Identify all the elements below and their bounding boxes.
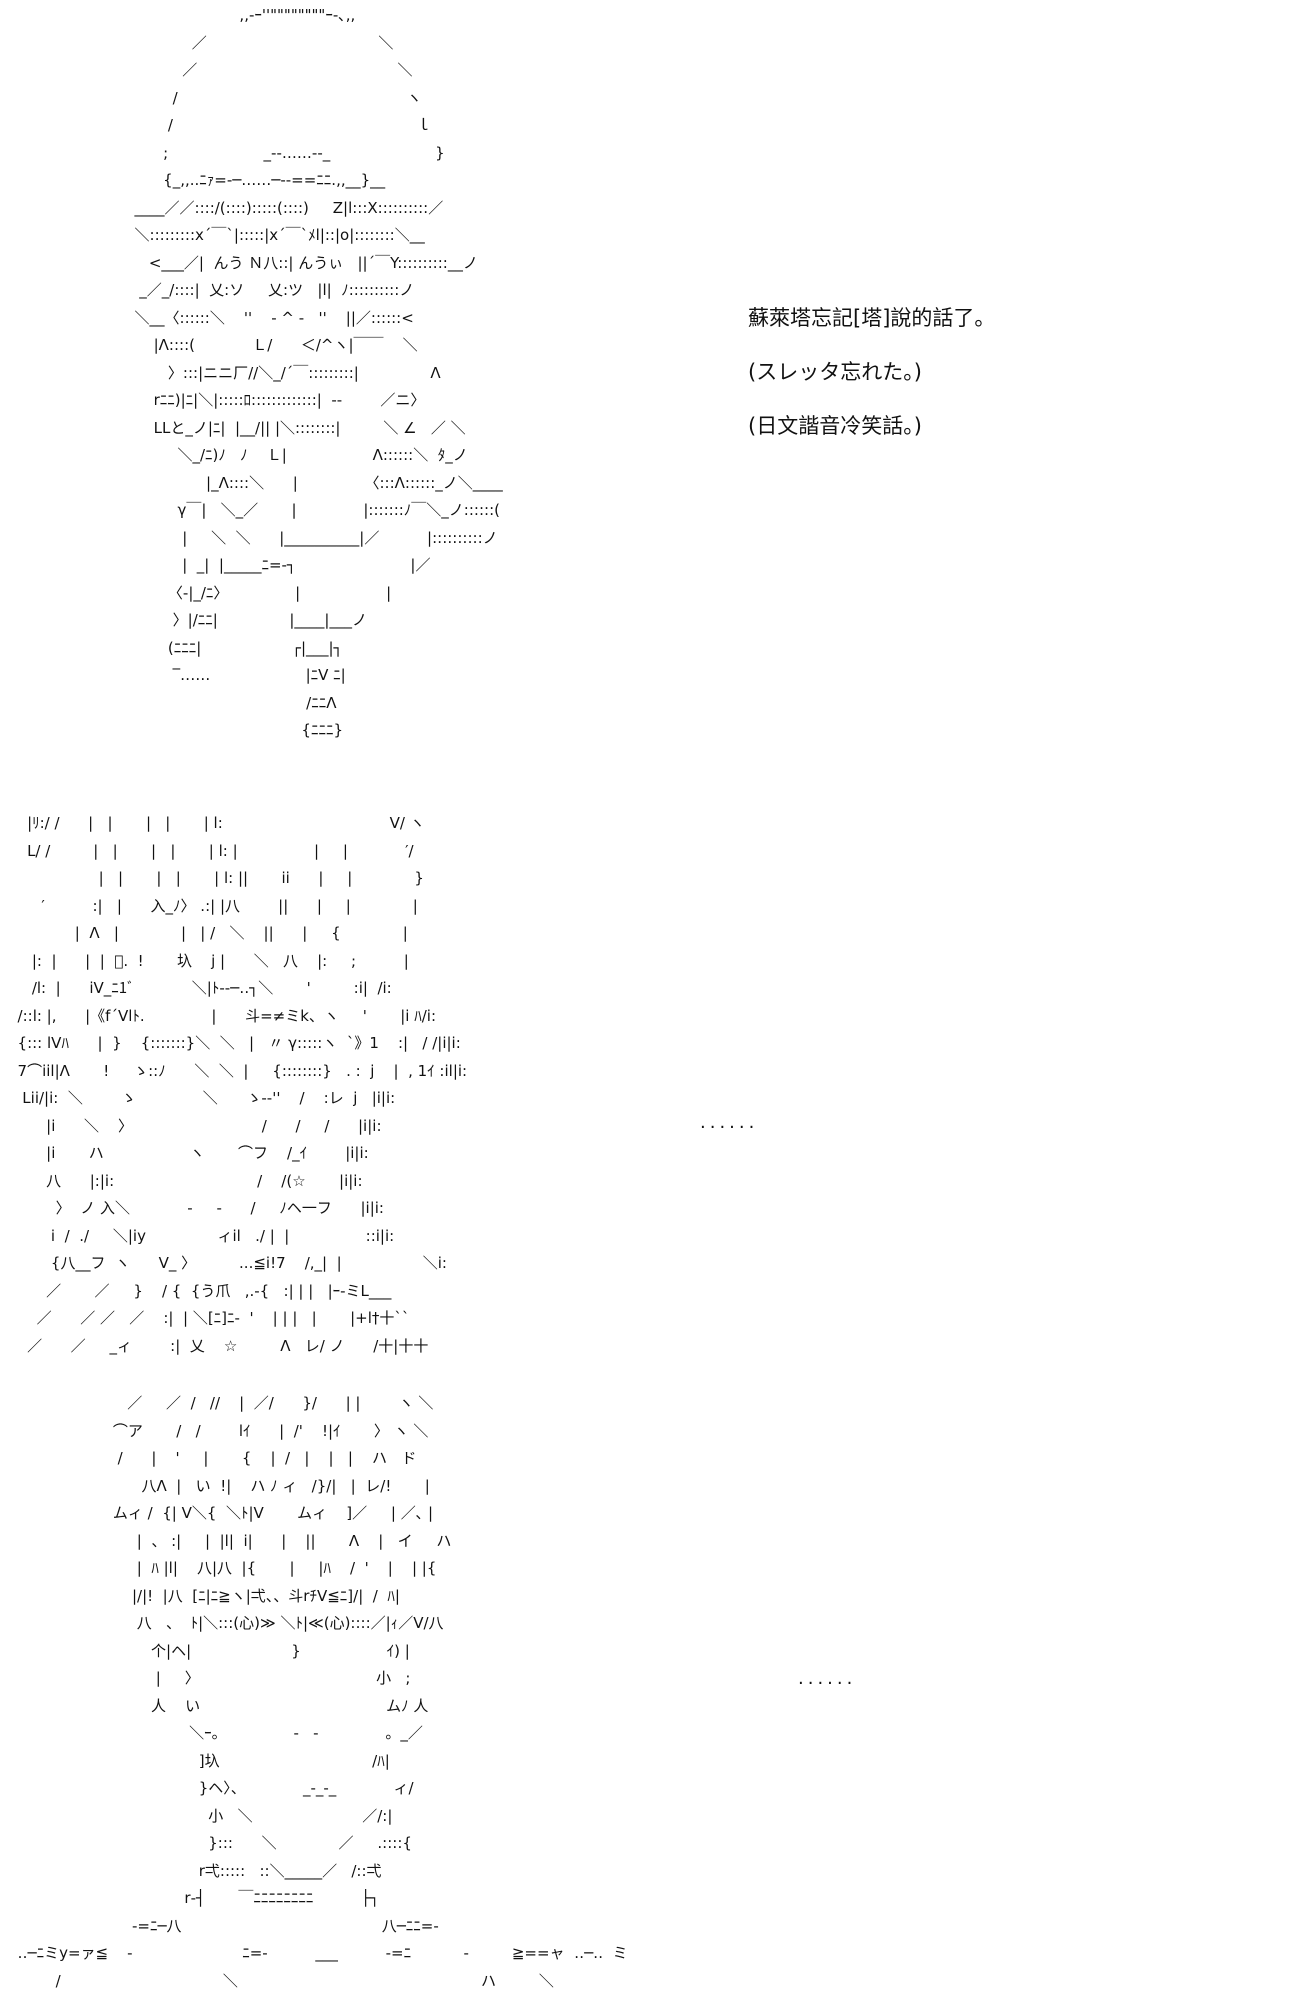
ascii-art-line: ／ ／ _ィ :| 乂 ☆ Λ レ/ ノ /十|十十 bbox=[8, 1336, 429, 1355]
ascii-art-line: ／ ＼ bbox=[125, 33, 394, 52]
ascii-art-line: 八Λ | い !| ハ ﾉ ィ /}/| | レ/! | bbox=[8, 1476, 430, 1495]
ascii-art-line: 〉|/ﾆﾆ| |____|___ノ bbox=[125, 611, 367, 629]
ascii-art-line: / ＼ ハ ＼ bbox=[8, 1971, 554, 1990]
ascii-art-line: | ＼ ＼ |__________|／ |::::::::::ノ bbox=[125, 528, 498, 547]
ascii-art-line: ／ ＼ bbox=[125, 61, 413, 79]
ascii-art-line: 人 い ムﾉ 人 bbox=[8, 1696, 429, 1715]
ascii-art-line: }ヘ〉、 _‐_‐_ ィ/ bbox=[8, 1779, 414, 1797]
ascii-art-line: i / ./ ＼|iy ィil ./ | | ::i|i: bbox=[8, 1226, 395, 1245]
ascii-art-line: |_Λ::::＼ | 〈:::Λ::::::_ノ＼____ bbox=[125, 473, 503, 492]
ascii-art-line: ＼__〈::::::＼ '' ‐ ^ ‐ '' ||／::::::< bbox=[125, 308, 414, 327]
ascii-art-line: | Λ | | | / ＼ || | { | bbox=[8, 924, 408, 942]
ascii-art-line: ′ :| | 入_ﾉ〉 .:| |八 || | | | bbox=[8, 896, 418, 915]
ascii-art-line: /::l: |, |《f´Vlﾄ. | 斗=≠ミk、ヽ ' |i ﾊ/i: bbox=[8, 1006, 436, 1025]
ascii-art-line: ‾‥‥‥ |ﾆV ﾆ| bbox=[125, 666, 346, 684]
ascii-art-line: |Λ::::( Ｌ/ ＜/^ヽ|￣￣ ＼ bbox=[125, 336, 418, 354]
caption-line-japanese: (スレッタ忘れた。) bbox=[748, 360, 922, 384]
ascii-art-line: {ﾆﾆﾆ} bbox=[125, 721, 344, 739]
ascii-art-line: (ﾆﾆﾆ| ┌|___|┐ bbox=[125, 638, 343, 657]
ascii-art-line: | _| |_____ﾆ=-┐ |／ bbox=[125, 556, 431, 574]
ascii-art-line: |i ＼ 〉 / / / |i|i: bbox=[8, 1116, 382, 1135]
ascii-art-line: 〉:::|ニニ厂//＼_/´￣:::::::::| Λ bbox=[125, 363, 441, 382]
ascii-art-line: -=ﾆ─八 八─ﾆﾆ=- bbox=[8, 1916, 439, 1935]
ascii-art-line: | 、 :| | |l| i| | || Λ | イ ハ bbox=[8, 1531, 452, 1550]
ascii-art-panel-3-face: ／ ／ / // | ／/ }/ | | ヽ ＼ ⌒ア / / lｲ | /' … bbox=[8, 1390, 628, 1995]
ascii-art-line: ／ ／ ／ ／ :| | ＼[ﾆ]ﾆ- ' | | | | |+l†十`` bbox=[8, 1309, 410, 1327]
caption-line-note: (日文諧音冷笑話。) bbox=[748, 414, 922, 438]
caption-block: 蘇萊塔忘記[塔]說的話了。 (スレッタ忘れた。) (日文諧音冷笑話。) bbox=[748, 305, 995, 440]
ascii-art-panel-1-character: ,,-ｰ''""""""""ｰ-､,, ／ ＼ ／ ＼ / ヽ / bbox=[125, 2, 503, 745]
ascii-art-line: ／ ／ / // | ／/ }/ | | ヽ ＼ bbox=[8, 1394, 434, 1412]
ascii-art-line: |ﾘ:/ / | | | | | l: V/ ヽ bbox=[8, 814, 425, 832]
ascii-art-line: {_,,..ﾆｧ=‐─‥‥‥─‐-==ﾆﾆ.,,__}__ bbox=[125, 171, 386, 189]
ascii-art-line: _／_/::::| 乂:ソ 乂:ツ |l| ﾉ::::::::::ノ bbox=[125, 281, 415, 299]
ascii-art-line: <___／| んう Ｎ八::| んうぃ ||´￣Y::::::::::__ノ bbox=[125, 253, 478, 272]
ascii-art-line: ムィ / {| V＼{ ＼ﾄ|V ムィ ]／ | ／､ | bbox=[8, 1504, 434, 1522]
ellipsis-panel-3: ...... bbox=[798, 1668, 857, 1689]
ascii-art-line: ⌒ア / / lｲ | /' !|ｲ 〉 ヽ ＼ bbox=[8, 1421, 429, 1440]
ascii-art-line: / ヽ bbox=[125, 88, 422, 107]
ascii-art-line: r弌::::: ::＼_____／ /::弌 bbox=[8, 1861, 382, 1880]
ascii-art-line: {::: lVﾊ | } {:::::::}＼ ＼ | 〃 γ:::::ヽ `》… bbox=[8, 1034, 461, 1052]
ascii-art-line: ＼_/ﾆ)ﾉ ﾉ Ｌ| Λ::::::＼ ﾀ_ノ bbox=[125, 446, 468, 464]
ascii-art-line: |/|! |八 [ﾆ|ﾆ≧ヽ|弌、、斗rﾁV≦ﾆ]/| / ﾊ| bbox=[8, 1586, 400, 1605]
ascii-art-line: ／ ／ } / { {う爪 ,.-{ :| | | |ｰ‐ミL___ bbox=[8, 1281, 392, 1300]
ascii-art-line: }::: ＼ ／ .::::{ bbox=[8, 1834, 412, 1852]
ascii-art-line: / ｌ bbox=[125, 116, 432, 134]
ascii-art-line: | ﾊ |l| 八|八 |{ | |ﾊ / ' | | |{ bbox=[8, 1559, 437, 1577]
ascii-art-line: ; _--‥‥‥--_ } bbox=[125, 143, 445, 162]
ascii-art-line: 〈-|_/ﾆ〉 | | bbox=[125, 583, 392, 602]
ascii-art-line: | 〉 小 ; bbox=[8, 1669, 411, 1687]
ascii-art-line: ]圦 /ﾊ| bbox=[8, 1751, 390, 1770]
ascii-art-line: |i ハ ヽ ⌒フ /_ｲ |i|i: bbox=[8, 1144, 369, 1162]
ascii-art-panel-2-closeup: |ﾘ:/ / | | | | | l: V/ ヽ L/ / | | | | | … bbox=[8, 810, 468, 1360]
ascii-art-line: ＼:::::::::x´￣`|:::::|x´￣`ﾒl|::|o|:::::::… bbox=[125, 226, 425, 244]
ascii-art-line: ____／／::::/(::::):::::(::::) Z|l:::X::::… bbox=[125, 198, 444, 217]
ascii-art-line: / | ' | { | / | | | ハ ド bbox=[8, 1449, 417, 1467]
ascii-art-line: ,,-ｰ''""""""""ｰ-､,, bbox=[125, 6, 356, 24]
ascii-art-line: 个|ヘ| } ｲ) | bbox=[8, 1641, 410, 1660]
ascii-art-line: ‥─ﾆミy=ァ≦ - ﾆ=- ___ -=ﾆ - ≧==ャ ‥─‥ ミ bbox=[8, 1944, 628, 1962]
ascii-art-line: /ﾆﾆΛ bbox=[125, 693, 337, 712]
ascii-art-line: {八__フ ヽ V_ 〉 ...≦i!7 /,_| | ＼i: bbox=[8, 1254, 447, 1272]
ascii-art-line: 小 ＼ ／/:| bbox=[8, 1806, 393, 1825]
ascii-art-line: 八 |:|i: / /(☆ |i|i: bbox=[8, 1171, 363, 1190]
ascii-art-line: /l: | iV_ﾆ1ﾞ ＼|ﾄ‐‐─‥┐＼ ' :i| /i: bbox=[8, 979, 392, 997]
ascii-art-line: ＼ｰ。 - - 。_／ bbox=[8, 1724, 423, 1742]
ascii-art-line: 7⌒iil|Λ ! ゝ::ﾉ ＼ ＼ | {::::::::} . : j | … bbox=[8, 1061, 468, 1080]
ascii-art-line: L/ / | | | | | l: | | | ′/ bbox=[8, 841, 414, 860]
ascii-art-line: |: | | | ﾞ. ! 圦 j | ＼ 八 |: ; | bbox=[8, 951, 409, 970]
ellipsis-panel-2: ...... bbox=[700, 1112, 759, 1133]
ascii-art-line: LLと_ノ|ﾆ| |__/|| |＼::::::::| ＼ ∠ ／ ＼ bbox=[125, 418, 466, 437]
caption-line-translation: 蘇萊塔忘記[塔]說的話了。 bbox=[748, 306, 996, 330]
ascii-art-line: | | | | | l: || ii | | } bbox=[8, 869, 424, 887]
ascii-art-line: rﾆﾆ)|ﾆ|＼|:::::ﾛ:::::::::::::| -‐ ／ニ〉 bbox=[125, 391, 426, 409]
ascii-art-line: 八 、 ﾄ|＼:::(心)≫ ＼ﾄ|≪(心)::::／|ｨ／V/八 bbox=[8, 1614, 444, 1632]
ascii-art-line: Lii/|i: ＼ ゝ ＼ ゝ-‐'' / :レ j |i|i: bbox=[8, 1089, 396, 1107]
ascii-art-line: 〉 ノ 入＼ - - / ﾉヘ一フ |i|i: bbox=[8, 1199, 384, 1217]
ascii-art-line: r‐┤ ￣ﾆﾆﾆﾆﾆﾆﾆﾆ ├┐ bbox=[8, 1889, 380, 1907]
ascii-art-line: γ￣| ＼_／ | |:::::::ﾉ￣＼_ノ::::::( bbox=[125, 501, 500, 519]
